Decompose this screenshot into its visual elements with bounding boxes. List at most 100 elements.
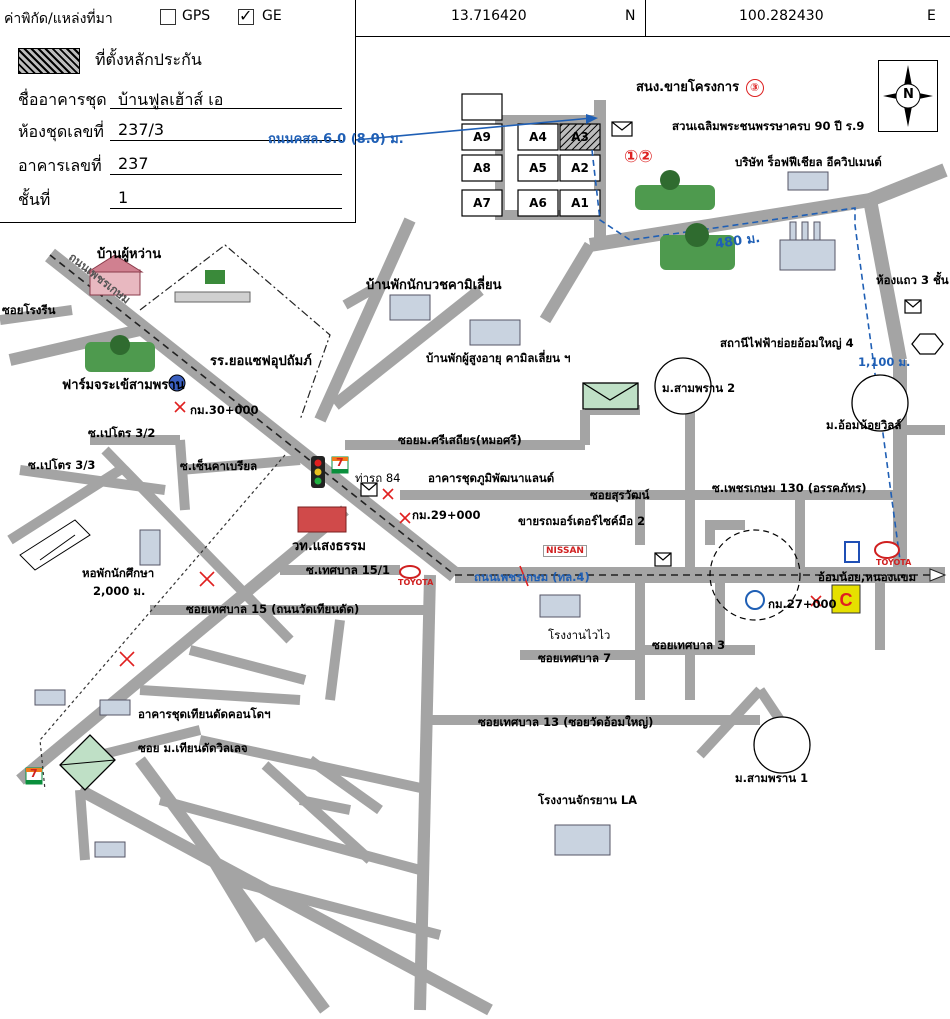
junction-ring	[709, 529, 801, 621]
north-compass: N	[878, 60, 938, 132]
label-college: วท.แสงธรรม	[292, 539, 366, 554]
block-a3: A3	[571, 130, 589, 144]
label-road-top: ถนนคสล.6.0 (8.0) ม.	[268, 132, 404, 147]
bank-logo	[844, 541, 860, 563]
label-sales-office: สนง.ขายโครงการ ③	[636, 76, 764, 97]
condo-name-label: ชื่ออาคารชุด	[18, 90, 107, 109]
block-a4: A4	[529, 130, 547, 144]
label-substation: สถานีไฟฟ้าย่อยอ้อมใหญ่ 4	[720, 336, 854, 350]
latitude-cell: 13.716420 N	[355, 0, 646, 36]
label-village-samphran-1: ม.สามพราน 1	[735, 771, 809, 785]
ring-logo	[745, 590, 765, 610]
project-site	[461, 93, 605, 220]
label-condo-phumiphat: อาคารชุดภูมิพัฒนาแลนด์	[428, 471, 555, 485]
label-factory-la: โรงงานจักรยาน LA	[538, 793, 638, 807]
gps-checkbox[interactable]	[160, 9, 176, 25]
label-soi-srisathien: ซอยม.ศรีเสถียร(หมอศรี)	[398, 433, 522, 447]
label-soi-thiandat-village: ซอย ม.เทียนดัดวิลเลจ	[138, 741, 248, 755]
village-head-house-icon	[86, 254, 144, 296]
compass-north-letter: N	[903, 87, 914, 102]
floor-label: ชั้นที่	[18, 190, 51, 209]
label-km30: กม.30+000	[190, 403, 259, 417]
label-crocodile-farm: ฟาร์มจระเข้สามพราน	[62, 378, 185, 393]
longitude-cell: 100.282430 E	[645, 0, 949, 36]
block-a6: A6	[529, 196, 547, 210]
unit-no-value: 237/3	[118, 120, 165, 139]
railway-symbol	[19, 519, 91, 571]
label-shophouse: ห้องแถว 3 ชั้น	[876, 273, 949, 287]
svg-text:C: C	[840, 590, 853, 610]
label-pet-kasem-130: ซ.เพชรเกษม 130 (อรรคภัทร)	[712, 481, 867, 495]
label-soi-surawan: ซอยสุรวัฒน์	[590, 488, 650, 502]
label-road-left: ซอยโรงรีน	[2, 303, 56, 317]
label-soi-thesaban-15: ซอยเทศบาล 15 (ถนนวัดเทียนดัด)	[186, 602, 360, 616]
compass-icon	[883, 65, 933, 127]
label-soi-sen-gabriel: ซ.เซ็นคาเบรียล	[180, 459, 258, 473]
building-no-label: อาคารเลขที่	[18, 156, 102, 175]
label-elderly-house: บ้านพักผู้สูงอายุ คามิลเลี่ยน ฯ	[426, 351, 571, 365]
longitude-value: 100.282430	[739, 8, 824, 24]
condo-phumiphat-icon	[582, 382, 639, 410]
distance-markers	[119, 401, 822, 667]
label-soi-petro-33: ซ.เปโตร 3/3	[28, 458, 96, 472]
label-school-yo: รร.ยอแซฟอุปถัมภ์	[210, 354, 312, 369]
label-company: บริษัท ร็อฟฟีเชียล อีควิปเมนต์	[735, 155, 882, 169]
label-distance-1100: 1,100 ม.	[858, 355, 911, 369]
collateral-legend-label: ที่ตั้งหลักประกัน	[95, 50, 202, 69]
label-condo-thiandat: อาคารชุดเทียนดัดคอนโดฯ	[138, 707, 271, 721]
route-lines	[354, 117, 901, 561]
toyota-text-left: TOYOTA	[398, 578, 434, 587]
label-park: สวนเฉลิมพระชนพรรษาครบ 90 ปี ร.9	[672, 119, 865, 133]
condo-name-value: บ้านฟูลเฮ้าส์ เอ	[118, 90, 224, 109]
building-no-value: 237	[118, 154, 149, 173]
toyota-text-right: TOYOTA	[876, 558, 912, 567]
road-network	[0, 100, 948, 1016]
longitude-direction: E	[927, 8, 936, 24]
substation-hex	[911, 333, 944, 355]
label-km27: กม.27+000	[768, 597, 837, 611]
floor-value: 1	[118, 188, 129, 207]
ge-checkbox[interactable]	[238, 6, 254, 25]
seven-eleven-number-2: 7	[30, 767, 38, 780]
fuel-station-icon	[168, 374, 186, 392]
farm-icon	[85, 335, 155, 372]
seven-eleven-number: 7	[336, 456, 344, 469]
block-a9: A9	[473, 130, 491, 144]
label-dormitory: หอพักนักศึกษา	[82, 566, 155, 580]
coordinate-bar: ค่าพิกัด/แหล่งที่มา GPS GE 13.716420 N 1…	[0, 0, 950, 37]
coordinate-source-label: ค่าพิกัด/แหล่งที่มา	[4, 11, 113, 27]
block-a8: A8	[473, 161, 491, 175]
label-village-samphran-2: ม.สามพราน 2	[662, 381, 736, 395]
college-icon	[297, 506, 347, 533]
main-road-centerline	[49, 254, 935, 576]
label-main-road: ถนนเพชรเกษม (ทล.4)	[474, 570, 590, 584]
label-factory-waiwai: โรงงานไวไว	[548, 628, 611, 642]
envelope-markers	[360, 121, 922, 567]
label-soi-thesaban-15-1: ซ.เทศบาล 15/1	[306, 563, 390, 577]
collateral-unit-a3	[559, 123, 601, 151]
label-circle-12: ①②	[624, 147, 653, 167]
block-a1: A1	[571, 196, 589, 210]
label-soi-thesaban-3: ซอยเทศบาล 3	[652, 638, 726, 652]
unit-no-label: ห้องชุดเลขที่	[18, 122, 104, 141]
label-soi-thesaban-13: ซอยเทศบาล 13 (ซอยวัดอ้อมใหญ่)	[478, 715, 654, 729]
school-boundary	[139, 244, 331, 421]
park-icon	[635, 170, 735, 270]
seven-eleven-icon	[25, 456, 349, 785]
label-village-head-house: บ้านผู้หว่าน	[97, 247, 162, 262]
dotted-route	[39, 454, 286, 791]
label-distance-2000: 2,000 ม.	[93, 584, 146, 598]
collateral-legend-swatch	[18, 48, 80, 74]
source-cell: ค่าพิกัด/แหล่งที่มา GPS GE	[0, 0, 356, 36]
gps-label: GPS	[182, 8, 211, 24]
block-a5: A5	[529, 161, 547, 175]
block-a7: A7	[473, 196, 491, 210]
village-circles	[654, 357, 909, 774]
label-monk-house: บ้านพักนักบวชคามิเลี่ยน	[366, 278, 502, 293]
ge-label: GE	[262, 8, 282, 24]
building-icons	[34, 171, 836, 858]
label-bus-stop: ท่ารถ 84	[355, 471, 401, 485]
label-village-om-noi: ม.อ้อมน้อยวิลล์	[826, 418, 902, 432]
label-om-noi-junction: อ้อมน้อย,หนองแขม	[818, 570, 917, 584]
